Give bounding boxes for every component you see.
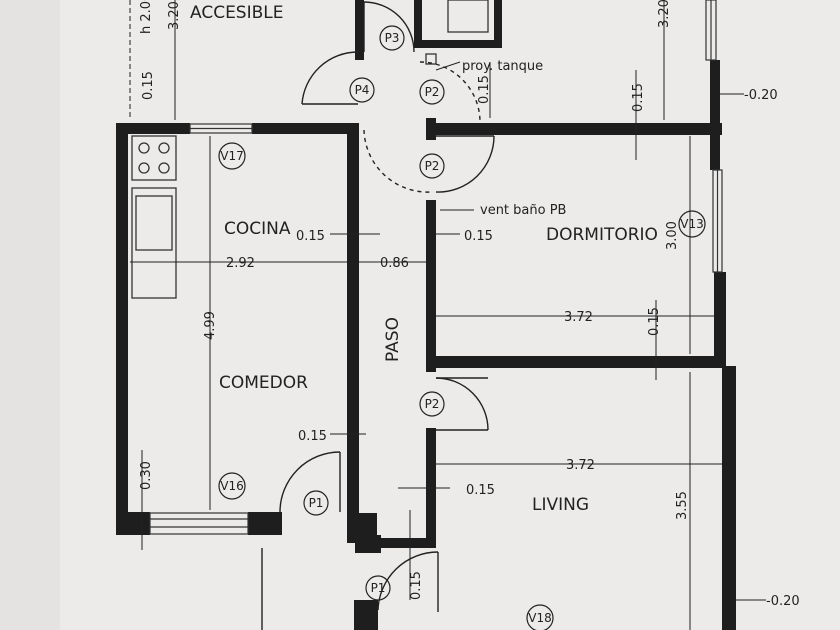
dim-015-p2: 0.15: [477, 75, 492, 104]
note-vent: vent baño PB: [480, 203, 566, 218]
tag-p2b: P2: [425, 159, 440, 173]
tag-v13: V13: [680, 217, 703, 231]
left-margin-shade: [0, 0, 60, 630]
room-dormitorio: DORMITORIO: [546, 225, 658, 245]
dim-320-right: 3.20: [657, 0, 672, 28]
dim-086: 0.86: [380, 256, 409, 271]
bath-wall-bottom: [414, 40, 502, 48]
tag-p1a-circle: [303, 490, 329, 516]
dim-015-living: 0.15: [466, 483, 495, 498]
counter: [131, 187, 177, 299]
door-p2b-swing-solid: [435, 135, 495, 193]
dim-015-comedor: 0.15: [298, 429, 327, 444]
dim-015-dorm: 0.15: [647, 307, 662, 336]
tag-v16: V16: [220, 479, 243, 493]
door-p3-swing: [363, 1, 415, 53]
bath-fixtures: [425, 0, 489, 65]
kitchen-top-wall-left: [118, 123, 190, 134]
tank-outline: [425, 53, 437, 65]
right-wall-mid: [714, 272, 726, 368]
dim-030: 0.30: [139, 461, 154, 490]
dorm-top-wall: [426, 123, 722, 135]
dim-292: 2.92: [226, 256, 255, 271]
door-p2a-swing: [419, 61, 481, 123]
tank-leader: [435, 61, 461, 71]
door-p2c-swing: [435, 377, 489, 431]
sink: [135, 195, 173, 251]
dim-015-right-top: 0.15: [631, 83, 646, 112]
tag-p2a: P2: [425, 85, 440, 99]
dim-015-cocina: 0.15: [296, 229, 325, 244]
kitchen-fixtures: [131, 135, 177, 299]
bath-fixture-top: [447, 0, 489, 33]
tag-p4-circle: [349, 77, 375, 103]
dorm-bottom-wall: [426, 356, 722, 368]
burner-2: [158, 142, 170, 154]
tag-p3: P3: [385, 31, 400, 45]
tag-p2c: P2: [425, 397, 440, 411]
dim-h200: h 2.00: [139, 0, 154, 34]
room-living: LIVING: [532, 495, 589, 515]
tag-v18: V18: [528, 611, 551, 625]
dim-015-vent: 0.15: [464, 229, 493, 244]
bath-wall-right: [494, 0, 502, 48]
central-wall-base-lower: [355, 535, 381, 553]
dim-015-top: 0.15: [141, 71, 156, 100]
tag-v18-circle: [526, 604, 554, 630]
dim-372-dorm: 3.72: [564, 310, 593, 325]
door-p2b-swing: [363, 129, 433, 193]
doors: [261, 1, 495, 630]
dim-372-living: 3.72: [566, 458, 595, 473]
dim-499: 4.99: [203, 311, 218, 340]
tag-p2c-circle: [419, 391, 445, 417]
stove: [131, 135, 177, 181]
tag-v17: V17: [220, 149, 243, 163]
tag-p3-circle: [379, 25, 405, 51]
paso-right-wall: [426, 200, 436, 372]
dim-020-top: -0.20: [744, 88, 778, 103]
room-cocina: COCINA: [224, 219, 291, 239]
entrance-wall-left: [354, 600, 378, 630]
tag-p2b-circle: [419, 153, 445, 179]
windows: [149, 0, 723, 535]
dim-015-p1: 0.15: [409, 571, 424, 600]
tag-p1b: P1: [371, 581, 386, 595]
room-comedor: COMEDOR: [219, 373, 308, 393]
burner-4: [158, 162, 170, 174]
right-wall-low: [722, 366, 736, 630]
burner-3: [138, 162, 150, 174]
tag-v13-circle: [678, 210, 706, 238]
tag-circles: [218, 25, 706, 630]
tag-v17-circle: [218, 142, 246, 170]
dimension-lines: [129, 0, 766, 630]
tag-p1a: P1: [309, 496, 324, 510]
dim-020-bottom: -0.20: [766, 594, 800, 609]
bath-wall-left: [355, 0, 364, 60]
note-tank: proy. tanque: [462, 59, 543, 74]
paso-bottom-wall: [375, 538, 436, 548]
bath-wall-mid: [414, 0, 422, 48]
kitchen-left-wall: [116, 123, 128, 535]
room-paso: PASO: [383, 317, 403, 362]
dining-bottom-wall-left: [116, 512, 150, 535]
dim-355: 3.55: [675, 491, 690, 520]
door-p1b-swing: [377, 551, 439, 611]
door-p4-swing: [301, 51, 359, 105]
dim-300: 3.00: [665, 221, 680, 250]
door-p1a-swing: [279, 451, 341, 513]
dining-bottom-wall-right: [248, 512, 282, 535]
room-accesible: ACCESIBLE: [190, 3, 284, 23]
kitchen-top-wall-right: [252, 123, 358, 134]
tag-p2a-circle: [419, 79, 445, 105]
burner-1: [138, 142, 150, 154]
right-wall-top: [710, 60, 720, 170]
walls: [116, 0, 736, 630]
tag-p4: P4: [355, 83, 370, 97]
tag-p1b-circle: [365, 575, 391, 601]
central-wall: [347, 123, 359, 541]
tag-v16-circle: [218, 472, 246, 500]
dim-320-top: 3.20: [167, 1, 182, 30]
window-v16-frame: [149, 512, 249, 535]
